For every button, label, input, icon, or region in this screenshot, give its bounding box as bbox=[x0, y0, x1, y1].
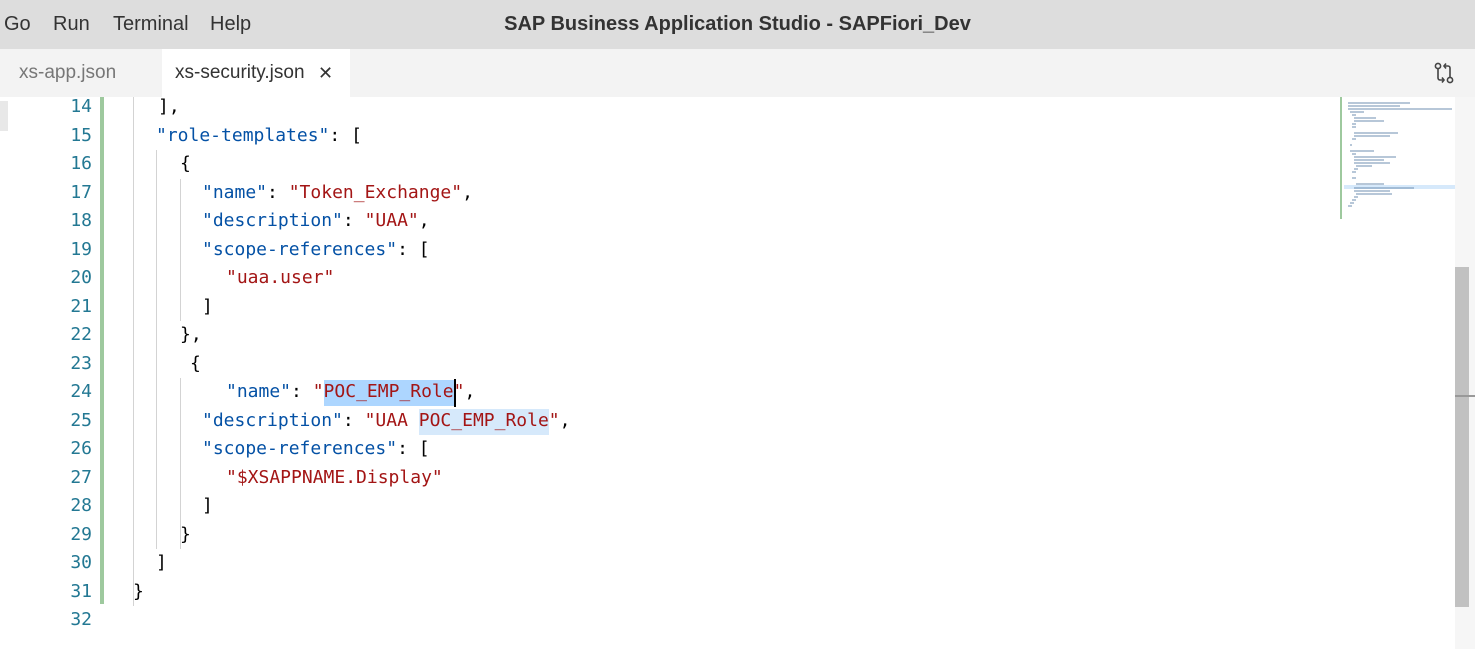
indent-guide bbox=[156, 150, 157, 549]
code-line: }, bbox=[180, 321, 202, 349]
indent-guide bbox=[180, 178, 181, 321]
code-line: ] bbox=[156, 549, 167, 577]
text-selection bbox=[323, 380, 454, 406]
line-number: 24 bbox=[70, 381, 92, 402]
json-key-token: "scope-references" bbox=[202, 438, 398, 459]
line-number: 18 bbox=[70, 210, 92, 231]
code-line: { bbox=[180, 150, 191, 178]
line-number: 25 bbox=[70, 409, 92, 431]
punctuation-token: , bbox=[464, 381, 476, 402]
json-key-token: "name" bbox=[202, 181, 268, 203]
json-key-token: "description" bbox=[202, 210, 343, 231]
code-line: { bbox=[190, 350, 201, 378]
punctuation-token: { bbox=[180, 153, 191, 174]
line-number: 23 bbox=[70, 352, 92, 374]
json-string-token: "uaa.user" bbox=[226, 267, 335, 288]
json-key-token: "name" bbox=[226, 381, 292, 402]
code-line: "name": "POC_EMP_Role", bbox=[226, 378, 475, 406]
menu-run[interactable]: Run bbox=[53, 13, 90, 35]
punctuation-token: ] bbox=[156, 552, 167, 573]
overview-ruler-mark bbox=[1455, 395, 1475, 397]
line-number: 32 bbox=[70, 609, 92, 630]
punctuation-token: { bbox=[190, 352, 201, 374]
punctuation-token: : [ bbox=[329, 124, 362, 146]
editor-tab-bar: xs-app.json xs-security.json ✕ bbox=[0, 49, 1475, 97]
scrollbar-thumb[interactable] bbox=[1455, 267, 1469, 607]
code-line: "uaa.user" bbox=[226, 264, 334, 292]
line-number: 21 bbox=[70, 295, 92, 317]
selection-match-highlight bbox=[418, 408, 549, 435]
code-line: } bbox=[133, 578, 144, 606]
minimap[interactable] bbox=[1340, 97, 1455, 222]
punctuation-token: ] bbox=[202, 295, 213, 317]
line-number: 26 bbox=[70, 438, 92, 459]
punctuation-token: ], bbox=[158, 97, 180, 117]
json-string-token: "Token_Exchange" bbox=[288, 181, 463, 203]
punctuation-token: : bbox=[291, 381, 313, 402]
code-line: "$XSAPPNAME.Display" bbox=[226, 464, 443, 492]
json-string-token: "UAA" bbox=[364, 210, 419, 231]
tab-label: xs-security.json bbox=[175, 62, 305, 83]
code-line: "description": "UAA POC_EMP_Role", bbox=[202, 407, 571, 435]
punctuation-token: , bbox=[418, 210, 430, 231]
current-line-marker bbox=[0, 101, 8, 131]
menu-bar: Go Run Terminal Help SAP Business Applic… bbox=[0, 0, 1475, 49]
line-number: 16 bbox=[70, 153, 92, 174]
code-line: "description": "UAA", bbox=[202, 207, 430, 235]
punctuation-token: : bbox=[342, 210, 365, 231]
code-line: } bbox=[180, 521, 191, 549]
code-line: ] bbox=[202, 293, 213, 321]
menu-go[interactable]: Go bbox=[4, 13, 31, 35]
code-line: "name": "Token_Exchange", bbox=[202, 179, 473, 207]
punctuation-token: : [ bbox=[397, 238, 430, 260]
code-line: ] bbox=[202, 492, 213, 520]
json-key-token: "description" bbox=[202, 409, 343, 431]
line-number: 17 bbox=[70, 181, 92, 203]
line-number: 20 bbox=[70, 267, 92, 288]
menu-help[interactable]: Help bbox=[210, 13, 252, 35]
json-string-token: "UAA POC_EMP_Role" bbox=[364, 409, 560, 431]
text-cursor bbox=[453, 379, 456, 407]
json-string-token: "POC_EMP_Role" bbox=[312, 381, 465, 402]
json-key-token: "scope-references" bbox=[202, 238, 398, 260]
punctuation-token: : bbox=[267, 181, 289, 203]
punctuation-token: } bbox=[133, 580, 144, 602]
tab-xs-app-json[interactable]: xs-app.json bbox=[0, 49, 162, 97]
punctuation-token: , bbox=[559, 409, 571, 431]
line-number: 15 bbox=[70, 124, 92, 146]
line-number: 14 bbox=[70, 97, 92, 117]
code-line: "scope-references": [ bbox=[202, 236, 430, 264]
compare-changes-icon[interactable] bbox=[1432, 61, 1456, 85]
line-number: 29 bbox=[70, 523, 92, 545]
line-number: 19 bbox=[70, 238, 92, 260]
code-line: "role-templates": [ bbox=[156, 122, 362, 150]
line-number: 31 bbox=[70, 580, 92, 602]
window-title: SAP Business Application Studio - SAPFio… bbox=[504, 13, 971, 35]
line-number: 30 bbox=[70, 552, 92, 573]
punctuation-token: } bbox=[180, 523, 191, 545]
punctuation-token: : [ bbox=[397, 438, 430, 459]
punctuation-token: , bbox=[462, 181, 473, 203]
gutter-modified-indicator bbox=[100, 97, 104, 604]
punctuation-token: ] bbox=[202, 495, 213, 516]
line-number: 22 bbox=[70, 324, 92, 345]
close-icon[interactable]: ✕ bbox=[318, 63, 334, 83]
tab-xs-security-json[interactable]: xs-security.json ✕ bbox=[162, 49, 350, 97]
indent-guide bbox=[180, 378, 181, 549]
json-key-token: "role-templates" bbox=[156, 124, 330, 146]
line-number: 28 bbox=[70, 495, 92, 516]
punctuation-token: }, bbox=[180, 324, 202, 345]
indent-guide bbox=[133, 97, 134, 606]
punctuation-token: : bbox=[342, 409, 365, 431]
json-string-token: "$XSAPPNAME.Display" bbox=[226, 466, 443, 488]
code-line: "scope-references": [ bbox=[202, 435, 430, 463]
tab-label: xs-app.json bbox=[19, 62, 117, 83]
menu-terminal[interactable]: Terminal bbox=[113, 13, 189, 35]
line-number: 27 bbox=[70, 466, 92, 488]
code-line: ], bbox=[158, 97, 180, 121]
code-editor[interactable]: 14],15"role-templates": [16{17"name": "T… bbox=[0, 97, 1475, 649]
